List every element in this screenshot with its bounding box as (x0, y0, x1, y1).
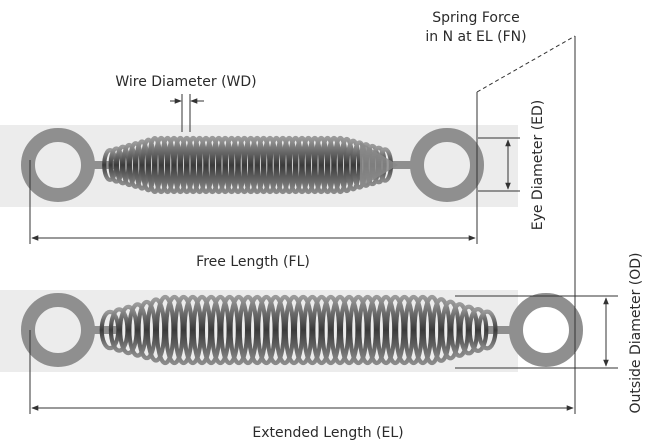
spring-force-dashed-line (476, 35, 576, 93)
top-spring-coils (102, 135, 394, 195)
bottom-right-eye (509, 293, 583, 367)
free-length-label: Free Length (FL) (196, 254, 310, 270)
bottom-right-hook (488, 326, 518, 334)
top-left-hook (86, 161, 116, 169)
bottom-spring-coils (99, 294, 498, 366)
wire-diameter-label: Wire Diameter (WD) (115, 74, 256, 90)
top-right-hook (390, 161, 420, 169)
spring-force-label-line1: Spring Force (432, 10, 520, 26)
outside-diameter-label: Outside Diameter (OD) (628, 252, 644, 413)
coil-winding (476, 309, 498, 351)
bottom-spring (21, 293, 583, 367)
coil-winding (467, 307, 489, 353)
spring-force-label-line2: in N at EL (FN) (425, 29, 526, 45)
eye-diameter-label: Eye Diameter (ED) (530, 100, 546, 231)
top-spring (21, 128, 484, 202)
extended-length-label: Extended Length (EL) (252, 425, 403, 441)
top-spring-end-cone (360, 142, 398, 188)
